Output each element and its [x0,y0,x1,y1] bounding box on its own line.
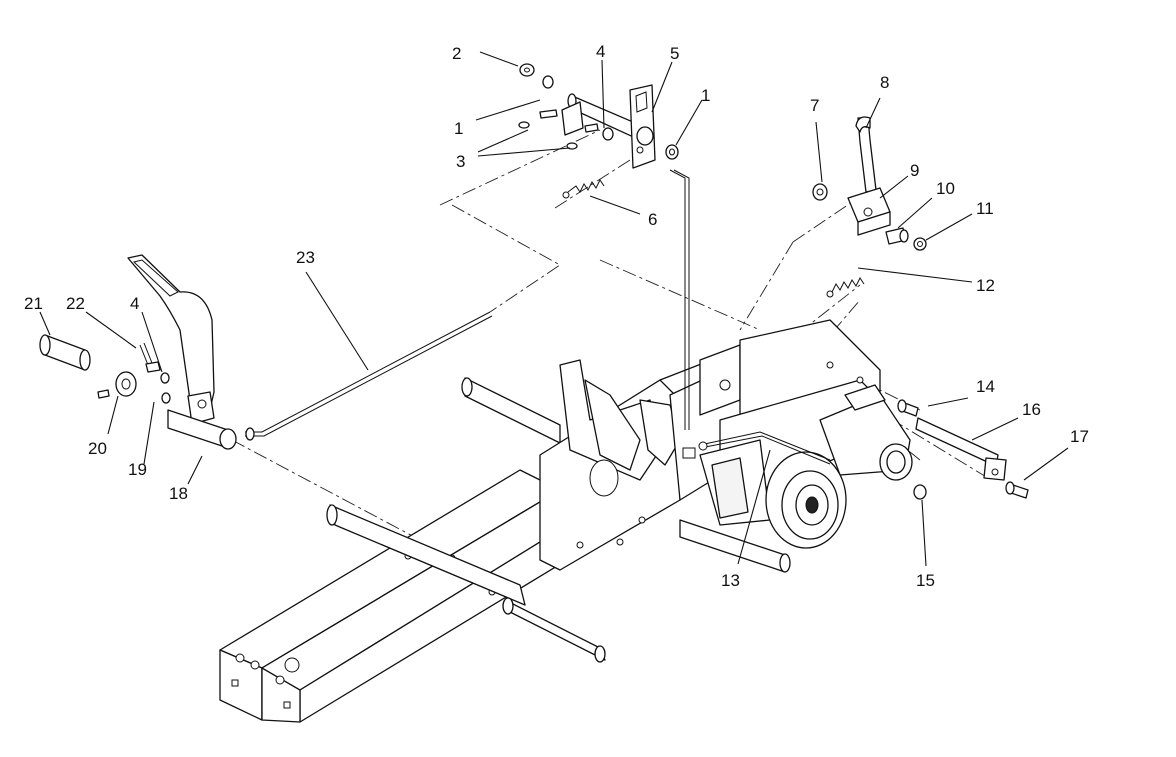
pedal-assembly [39,254,493,450]
right-lever-assembly [812,116,927,298]
callout-11: 11 [976,199,994,218]
callout-19: 19 [128,460,147,479]
transaxle-housing [699,319,913,549]
callout-4: 4 [596,42,606,61]
callout-16: 16 [1022,400,1041,419]
right-pivot-parts [897,399,1029,500]
callout-10: 10 [936,179,955,198]
callout-17: 17 [1070,427,1089,446]
main-frame [219,377,791,723]
callout-7: 7 [810,96,820,115]
control-rod-13 [698,431,831,465]
callout-4: 4 [130,294,140,313]
callout-20: 20 [88,439,107,458]
callout-18: 18 [169,484,188,503]
callout-1: 1 [454,119,464,138]
callout-8: 8 [880,73,890,92]
callout-3: 3 [456,152,466,171]
shift-lever-assembly [518,63,690,430]
callout-21: 21 [24,294,43,313]
callout-leaders [39,51,1069,567]
callout-1: 1 [701,86,711,105]
callout-13: 13 [721,571,740,590]
callout-22: 22 [66,294,85,313]
callout-12: 12 [976,276,995,295]
callout-5: 5 [670,44,680,63]
callout-14: 14 [976,377,995,396]
callout-9: 9 [910,161,920,180]
callout-6: 6 [648,210,658,229]
callout-2: 2 [452,44,462,63]
callout-15: 15 [916,571,935,590]
callout-23: 23 [296,248,315,267]
